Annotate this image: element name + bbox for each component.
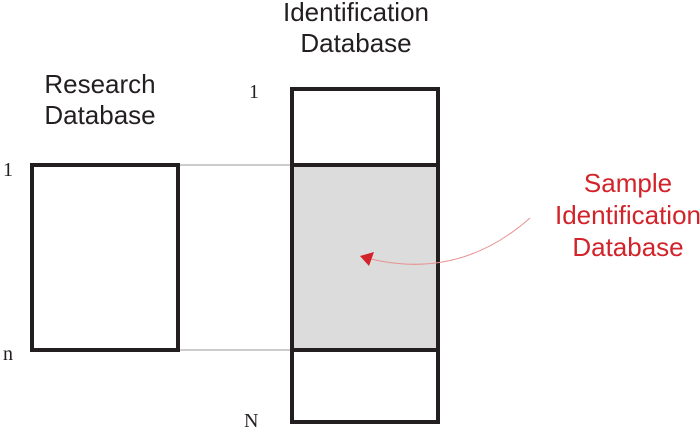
research-db-index-start: 1 — [3, 159, 13, 181]
identification-database-box — [290, 87, 440, 424]
identification-db-title-1: Identification — [283, 0, 429, 27]
identification-db-title-2: Database — [300, 28, 411, 58]
research-db-title-1: Research — [44, 69, 155, 99]
identification-db-index-end: N — [244, 410, 258, 430]
sample-label-1: Sample — [584, 168, 672, 198]
pointer-arrow-line — [370, 217, 531, 265]
sample-label-2: Identification — [555, 200, 700, 230]
research-database-box — [30, 163, 180, 352]
arrowhead-icon — [360, 252, 374, 266]
research-db-title-2: Database — [44, 100, 155, 130]
research-db-index-end: n — [3, 343, 13, 365]
sample-label-3: Database — [572, 232, 683, 262]
identification-db-index-start: 1 — [249, 81, 259, 103]
